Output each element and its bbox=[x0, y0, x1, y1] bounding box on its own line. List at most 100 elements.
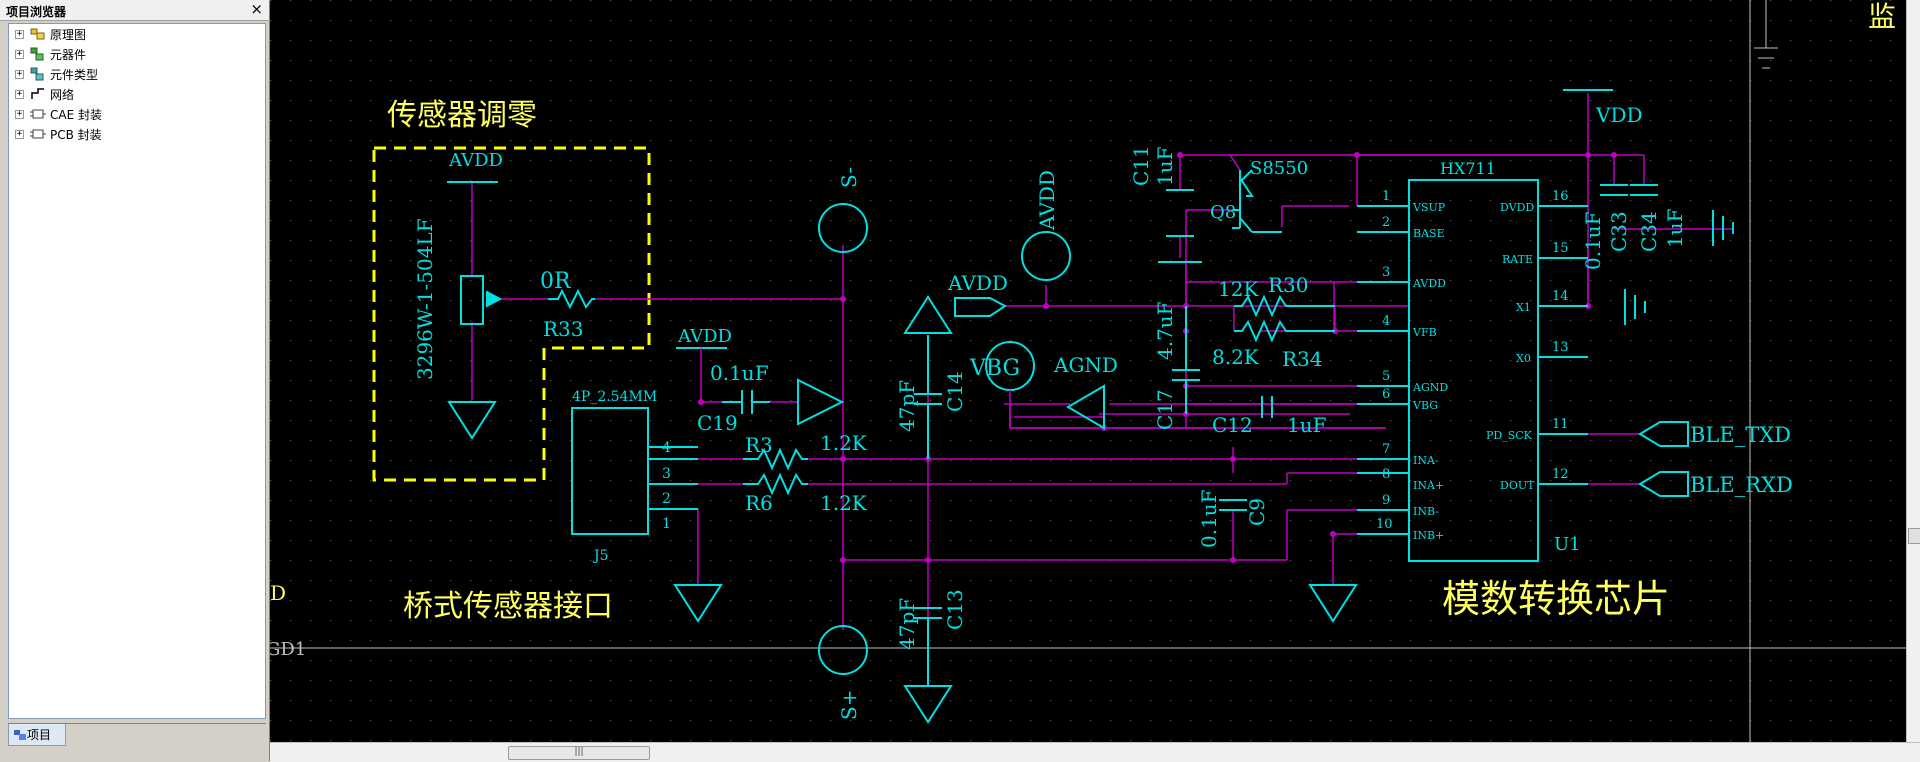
close-icon[interactable]: × bbox=[250, 0, 263, 18]
ic-pin-name: X1 bbox=[1516, 301, 1531, 314]
vdd-label: VDD bbox=[1595, 103, 1643, 127]
tree-item-schematic[interactable]: + 原理图 bbox=[9, 24, 265, 44]
test-point-s-plus[interactable] bbox=[818, 625, 868, 675]
capacitor-c19 bbox=[722, 390, 770, 414]
c14-refdes: C14 bbox=[943, 371, 967, 412]
r3-refdes: R3 bbox=[745, 433, 773, 457]
ic-pin-name: X0 bbox=[1516, 352, 1531, 365]
tree-item-label: 网络 bbox=[50, 87, 75, 102]
ic-pin-name: PD_SCK bbox=[1486, 429, 1533, 442]
project-icon bbox=[14, 729, 26, 740]
j5-refdes: J5 bbox=[592, 548, 609, 564]
capacitor-c12 bbox=[1261, 396, 1273, 418]
ble-rxd-port bbox=[1638, 471, 1689, 497]
tree-item-nets[interactable]: + 网络 bbox=[9, 84, 265, 104]
ic-pin-number: 16 bbox=[1552, 189, 1569, 204]
ground-symbol bbox=[447, 401, 497, 440]
tree-item-label: PCB 封装 bbox=[50, 127, 102, 142]
capacitor-c14 bbox=[903, 295, 953, 459]
s-minus-label: S- bbox=[837, 167, 861, 188]
ic-pin-number: 12 bbox=[1552, 467, 1569, 482]
ic-pin-name: AGND bbox=[1412, 381, 1448, 394]
capacitor-c13 bbox=[903, 607, 953, 724]
avdd-test-point-label: AVDD bbox=[1035, 170, 1059, 231]
c9-refdes: C9 bbox=[1245, 498, 1269, 526]
ic-pin-number: 3 bbox=[1382, 265, 1390, 280]
c33-value: 0.1uF bbox=[1581, 211, 1605, 270]
r3-value: 1.2K bbox=[820, 431, 868, 455]
tree-item-components[interactable]: + 元器件 bbox=[9, 44, 265, 64]
bridge-sensor-title: 桥式传感器接口 bbox=[403, 589, 613, 624]
j5-footprint: 4P_2.54MM bbox=[572, 389, 657, 405]
q8-refdes: Q8 bbox=[1210, 202, 1236, 223]
avdd-label: AVDD bbox=[677, 326, 732, 347]
avdd-port bbox=[954, 297, 1007, 317]
j5-pin-number: 4 bbox=[662, 440, 671, 456]
agnd-label: AGND bbox=[1053, 353, 1118, 377]
vertical-scrollbar[interactable] bbox=[1906, 0, 1920, 742]
resistor-r33 bbox=[548, 288, 595, 310]
resistor-r6 bbox=[743, 472, 808, 496]
ble-txd-label: BLE_TXD bbox=[1690, 423, 1791, 447]
ic-refdes: U1 bbox=[1554, 534, 1581, 555]
c13-refdes: C13 bbox=[943, 589, 967, 630]
ic-pin-number: 14 bbox=[1552, 289, 1569, 304]
project-tree: + 原理图 + 元器件 + 元件类型 + 网络 + CAE 封装 + PCB 封… bbox=[8, 23, 266, 719]
horizontal-scrollbar[interactable]: ||| bbox=[270, 742, 1920, 762]
c13-value: 47pF bbox=[895, 598, 919, 650]
potentiometer bbox=[460, 275, 503, 325]
nets-icon bbox=[31, 88, 44, 99]
c19-value: 0.1uF bbox=[710, 361, 769, 385]
ic-part-name: HX711 bbox=[1440, 159, 1496, 178]
transistor-q8 bbox=[1232, 169, 1282, 233]
c17-value: 4.7uF bbox=[1153, 301, 1177, 360]
vertical-scroll-thumb[interactable] bbox=[1908, 528, 1920, 544]
schematic-drawing: 监 D GD1 传感器调零 桥式传感器接口 模数转换芯片 bbox=[266, 0, 1906, 742]
capacitor-c11 bbox=[1158, 189, 1202, 263]
edge-label: GD1 bbox=[270, 639, 306, 660]
ic-pin-number: 4 bbox=[1382, 314, 1390, 329]
ic-pin-number: 1 bbox=[1382, 189, 1390, 204]
horizontal-scroll-thumb[interactable]: ||| bbox=[508, 746, 650, 760]
schematic-canvas[interactable]: 监 D GD1 传感器调零 桥式传感器接口 模数转换芯片 bbox=[266, 0, 1906, 742]
r34-refdes: R34 bbox=[1282, 347, 1323, 371]
ble-rxd-label: BLE_RXD bbox=[1690, 473, 1793, 497]
c12-refdes: C12 bbox=[1212, 413, 1253, 437]
zero-adjust-group-outline bbox=[372, 146, 651, 482]
c17-refdes: C17 bbox=[1153, 389, 1177, 430]
expand-icon[interactable]: + bbox=[15, 88, 24, 99]
avdd-port-label: AVDD bbox=[947, 271, 1008, 295]
expand-icon[interactable]: + bbox=[15, 128, 24, 139]
c12-value: 1uF bbox=[1287, 413, 1327, 437]
c9-value: 0.1uF bbox=[1197, 489, 1221, 548]
expand-icon[interactable]: + bbox=[15, 68, 24, 79]
ic-hx711[interactable] bbox=[1408, 179, 1539, 562]
c19-refdes: C19 bbox=[697, 411, 738, 435]
j5-pin-number: 1 bbox=[662, 516, 671, 532]
pcb-decals-icon bbox=[30, 129, 46, 139]
q8-part: S8550 bbox=[1250, 158, 1308, 179]
ic-pin-name: INB+ bbox=[1413, 529, 1444, 542]
ic-pin-name: INA- bbox=[1413, 454, 1439, 467]
ic-pin-number: 9 bbox=[1382, 493, 1390, 508]
tab-project[interactable]: 项目 bbox=[8, 724, 66, 746]
ground-symbol bbox=[1712, 210, 1734, 246]
tree-item-cae-decals[interactable]: + CAE 封装 bbox=[9, 104, 265, 124]
ground-symbol bbox=[1624, 289, 1646, 325]
tree-item-part-types[interactable]: + 元件类型 bbox=[9, 64, 265, 84]
resistor-r30 bbox=[1234, 294, 1335, 318]
capacitor-c17 bbox=[1172, 306, 1200, 414]
expand-icon[interactable]: + bbox=[15, 48, 24, 59]
ic-pin-number: 11 bbox=[1552, 417, 1569, 432]
test-point-avdd[interactable] bbox=[1021, 231, 1071, 281]
tree-item-label: 原理图 bbox=[50, 27, 87, 42]
expand-icon[interactable]: + bbox=[15, 108, 24, 119]
ic-pin-name: INA+ bbox=[1413, 479, 1444, 492]
resistor-r3 bbox=[743, 447, 808, 471]
cae-decals-icon bbox=[30, 109, 46, 119]
junction-dots bbox=[698, 152, 1617, 563]
test-point-s-minus[interactable] bbox=[818, 203, 868, 253]
expand-icon[interactable]: + bbox=[15, 28, 24, 39]
tree-item-pcb-decals[interactable]: + PCB 封装 bbox=[9, 124, 265, 144]
tree-item-label: 元器件 bbox=[50, 47, 87, 62]
